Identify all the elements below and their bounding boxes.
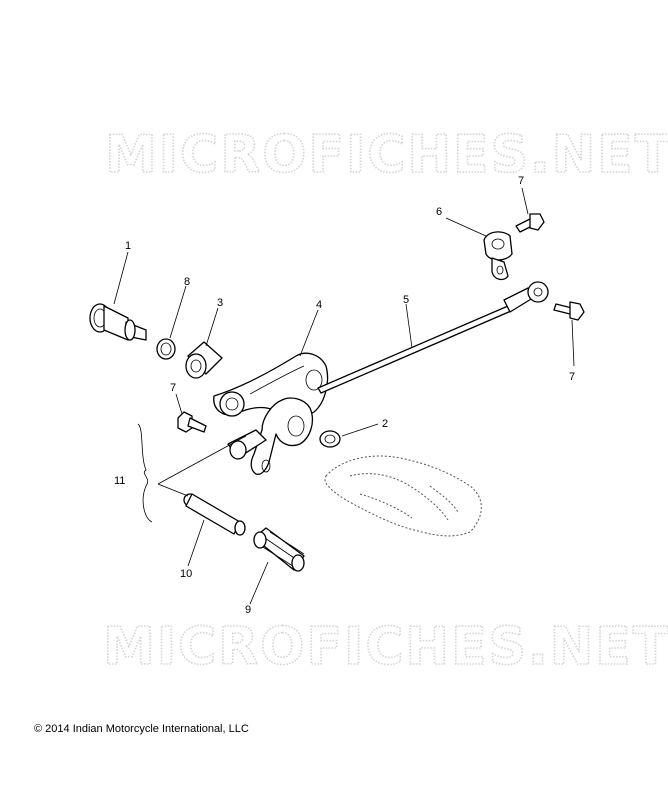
washer-part-8: [156, 338, 176, 360]
engine-housing-reference: [324, 455, 482, 537]
rod-end-part-6: [483, 231, 513, 281]
callout-5: 5: [403, 294, 409, 306]
callout-4: 4: [316, 299, 322, 311]
shift-lever-part-4: [213, 352, 329, 475]
callout-10: 10: [180, 568, 192, 580]
callout-1: 1: [125, 240, 131, 252]
shift-rod-part-5: [317, 281, 549, 394]
callout-7-right: 7: [569, 371, 575, 383]
bolt-part-7-lever: [177, 411, 207, 433]
peg-pin-part-10: [183, 493, 246, 536]
callout-11: 11: [114, 475, 125, 487]
callout-9: 9: [245, 604, 251, 616]
leader-lines: [113, 187, 575, 605]
copyright-notice: © 2014 Indian Motorcycle International, …: [34, 723, 249, 735]
bolt-part-7-top: [515, 213, 545, 233]
copyright-symbol: ©: [34, 723, 43, 735]
callout-7-top: 7: [518, 175, 524, 187]
watermark-top: MICROFICHES.NET: [105, 125, 668, 185]
bushing-part-3: [185, 341, 223, 379]
watermark-bottom: MICROFICHES.NET: [103, 617, 668, 677]
callout-8: 8: [184, 276, 190, 288]
callout-6: 6: [436, 206, 442, 218]
foot-peg-part-9: [253, 527, 305, 572]
bolt-part-7-right: [553, 301, 585, 321]
callout-3: 3: [217, 297, 223, 309]
callout-2: 2: [382, 418, 388, 430]
pivot-bolt-part-1: [89, 303, 147, 341]
copyright-text: 2014 Indian Motorcycle International, LL…: [45, 723, 249, 735]
washer-part-2: [319, 430, 341, 448]
callout-7-left: 7: [170, 382, 176, 394]
